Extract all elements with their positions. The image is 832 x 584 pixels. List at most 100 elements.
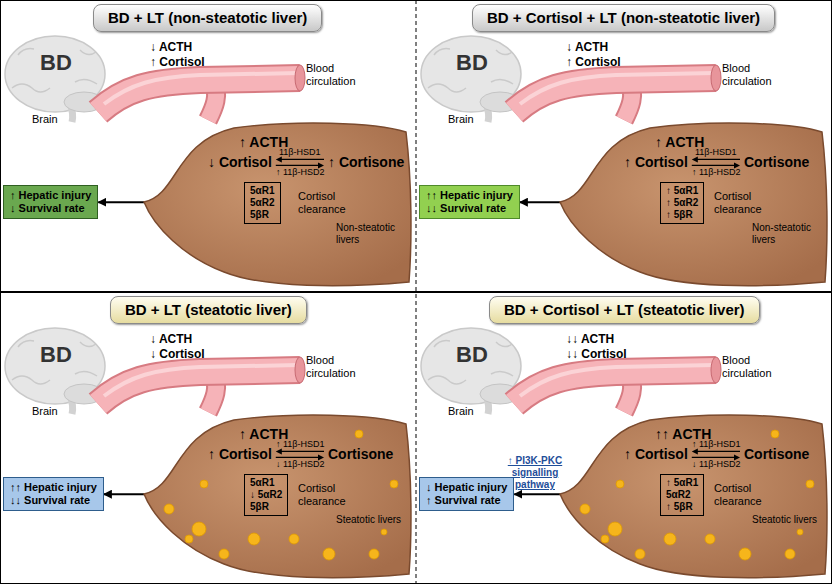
liver-shape: ↑ ACTH↑ CortisolCortisone11β-HSD1↑ 11β-H… (560, 122, 828, 287)
fat-droplet (323, 548, 335, 560)
vessel-label: Blood circulation (722, 354, 786, 379)
fat-droplet (635, 549, 645, 559)
organ-label: Brain (448, 113, 474, 126)
outcome-box: ↑↑ Hepatic injury↓↓ Survival rate (419, 185, 520, 219)
outcome-text: ↑↑ Hepatic injury (426, 189, 513, 202)
liver-text: ↑ Cortisol (624, 154, 688, 171)
panel: BD + Cortisol + LT (non-steatotic liver)… (416, 0, 832, 292)
enzyme-box: ↑ 5αR15αR2↑ 5βR (660, 474, 704, 516)
liver-text: ↑ Cortisol (208, 446, 272, 463)
fat-droplet (289, 534, 299, 544)
liver-text: Cortisone (328, 446, 393, 463)
liver-text: ↓ 11β-HSD2 (692, 459, 741, 470)
panel: BD + LT (steatotic liver) ↑↑ Hepatic inju… (0, 292, 416, 584)
conversion-arrow (692, 165, 735, 166)
liver-shape: ↑ ACTH↓ Cortisol↑ Cortisone11β-HSD1↑ 11β… (144, 122, 412, 287)
liver-text: 11β-HSD1 (695, 147, 737, 158)
outcome-box: ↑ Hepatic injury↓ Survival rate (3, 185, 98, 219)
fat-droplet (164, 504, 174, 514)
fat-droplet (739, 548, 751, 560)
panel-title: BD + Cortisol + LT (steatotic liver) (489, 296, 760, 324)
liver-text: Cortisone (744, 446, 809, 463)
hormone-level: ↑ Cortisol (566, 55, 621, 69)
liver-type-label: Steatotic livers (752, 514, 818, 526)
fat-droplet (192, 522, 206, 536)
conversion-arrow (692, 457, 735, 458)
outcome-text: ↓↓ Survival rate (10, 494, 97, 507)
liver-body (144, 415, 411, 578)
outcome-box: ↑↑ Hepatic injury↓↓ Survival rate (3, 477, 104, 511)
conversion-arrow (276, 165, 319, 166)
title-text: BD + Cortisol + LT (non-steatotic liver) (487, 9, 760, 27)
outcome-text: ↑ Hepatic injury (10, 189, 91, 202)
vessel-label: Blood circulation (722, 62, 786, 87)
vessel-label: Blood circulation (306, 354, 370, 379)
fat-droplet (219, 549, 229, 559)
hormone-level: ↓↓ Cortisol (566, 347, 627, 361)
fat-droplet (200, 480, 208, 488)
liver-text: ↑ 11β-HSD1 (276, 439, 325, 450)
outcome-box: ↓ Hepatic injury↑ Survival rate (419, 477, 514, 511)
brain-label: BD (40, 342, 72, 368)
conversion-arrow (281, 451, 324, 452)
enzyme-box: 5αR1↓ 5αR25βR (244, 474, 288, 516)
panel-title: BD + Cortisol + LT (non-steatotic liver) (472, 4, 775, 32)
liver-body (560, 123, 827, 286)
fat-droplet (580, 504, 590, 514)
vessel-label: Blood circulation (306, 62, 370, 87)
result-arrow (520, 201, 560, 203)
liver-text: ↑ 11β-HSD2 (692, 167, 741, 178)
brain-label: BD (456, 50, 488, 76)
liver-type-label: Non-steatotic livers (752, 222, 818, 245)
organ-label: Brain (32, 405, 58, 418)
arrow-head (692, 156, 698, 162)
outcome-text: ↓ Survival rate (10, 202, 91, 215)
outcome-text: ↓↓ Survival rate (426, 202, 513, 215)
enzyme-text: ↑ 5αR1 (666, 185, 698, 197)
hormone-level: ↓ ACTH (150, 40, 192, 54)
liver-text: ↑ Cortisone (328, 154, 404, 171)
conversion-arrow (281, 159, 324, 160)
liver-shape: ↑↑ ACTH↑ CortisolCortisone↑ 11β-HSD1↓ 11… (560, 414, 828, 579)
fat-droplet (185, 535, 193, 543)
fat-droplet (608, 522, 622, 536)
fat-droplet (797, 529, 803, 535)
liver-text: ↑ 11β-HSD2 (276, 167, 325, 178)
result-arrow (514, 493, 560, 495)
enzyme-text: ↑ 5αR1 (666, 477, 698, 489)
enzyme-text: ↑ 5βR (666, 209, 698, 221)
liver-text: Cortisol clearance (714, 190, 768, 215)
liver-text: Cortisone (744, 154, 809, 171)
liver-text: ↑ Cortisol (624, 446, 688, 463)
liver-body (560, 415, 827, 578)
outcome-text: ↑ Survival rate (426, 494, 507, 507)
arrow-head (692, 448, 698, 454)
liver-text: ↓ 11β-HSD2 (276, 459, 325, 470)
enzyme-text: 5αR2 (250, 197, 275, 209)
organ-label: Brain (32, 113, 58, 126)
conversion-arrow (276, 457, 319, 458)
panel: BD + Cortisol + LT (steatotic liver) ↓ He… (416, 292, 832, 584)
liver-shape: ↑ ACTH↑ CortisolCortisone↑ 11β-HSD1↓ 11β… (144, 414, 412, 579)
liver-body (144, 123, 411, 286)
hormone-level: ↓↓ ACTH (566, 332, 614, 346)
fat-droplet (806, 480, 814, 488)
liver-text: Cortisol clearance (298, 482, 352, 507)
enzyme-text: ↑ 5αR2 (666, 197, 698, 209)
enzyme-text: 5αR1 (250, 477, 282, 489)
brain-label: BD (40, 50, 72, 76)
result-arrow (104, 493, 144, 495)
liver-text: Cortisol clearance (298, 190, 352, 215)
liver-text: ↓ Cortisol (208, 154, 272, 171)
panel-title: BD + LT (steatotic liver) (110, 296, 307, 324)
brain-label: BD (456, 342, 488, 368)
title-text: BD + LT (non-steatotic liver) (108, 9, 307, 27)
enzyme-text: 5βR (250, 209, 275, 221)
fat-droplet (705, 534, 715, 544)
arrow-head (276, 448, 282, 454)
enzyme-text: ↓ 5αR2 (250, 489, 282, 501)
conversion-arrow (697, 159, 740, 160)
hormone-level: ↓ ACTH (566, 40, 608, 54)
liver-text: Cortisol clearance (714, 482, 768, 507)
